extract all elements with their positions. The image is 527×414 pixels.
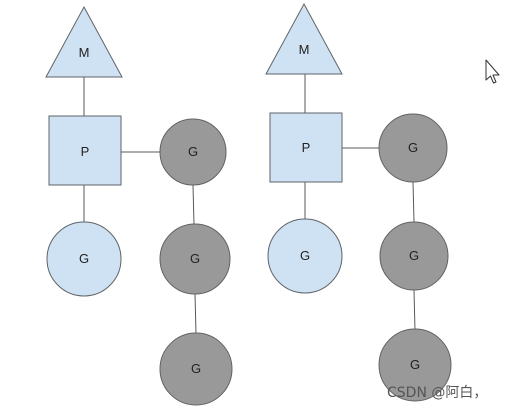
running-goroutine-label-right: G	[300, 248, 310, 263]
p-processor-box-right	[269, 112, 343, 183]
queued-goroutine-right-1	[378, 113, 448, 183]
running-goroutine-right	[267, 218, 343, 294]
running-goroutine-left	[46, 221, 122, 297]
arrow-cursor-icon	[485, 59, 500, 84]
queued-goroutine-right-2	[379, 221, 449, 291]
running-goroutine-label-left: G	[79, 251, 89, 266]
queued-goroutine-label-left-3: G	[191, 361, 201, 376]
queued-goroutine-label-left-1: G	[188, 144, 198, 159]
gmp-group-left: M P G G G G	[45, 5, 233, 406]
connector-queue-2-3-right	[413, 289, 416, 332]
queued-goroutine-right-3	[378, 328, 452, 402]
m-machine-triangle-right	[265, 2, 343, 75]
connector-queue-2-3-left	[194, 293, 197, 335]
p-label-right: P	[302, 140, 311, 155]
connector-queue-1-2-left	[192, 184, 195, 226]
m-label-right: M	[299, 42, 310, 57]
m-machine-triangle-left	[45, 5, 123, 78]
queued-goroutine-left-1	[159, 118, 227, 186]
queued-goroutine-label-right-1: G	[408, 140, 418, 155]
connector-queue-1-2-right	[412, 181, 415, 223]
queued-goroutine-label-right-3: G	[410, 357, 420, 372]
p-label-left: P	[81, 144, 90, 159]
p-processor-box-left	[48, 115, 122, 186]
csdn-watermark: CSDN @阿白，	[387, 385, 488, 401]
m-label-left: M	[79, 45, 90, 60]
queued-goroutine-left-2	[159, 223, 231, 295]
queued-goroutine-label-right-2: G	[409, 248, 419, 263]
queued-goroutine-left-3	[159, 332, 233, 406]
queued-goroutine-label-left-2: G	[190, 251, 200, 266]
gmp-group-right: M P G G G G	[265, 2, 452, 402]
